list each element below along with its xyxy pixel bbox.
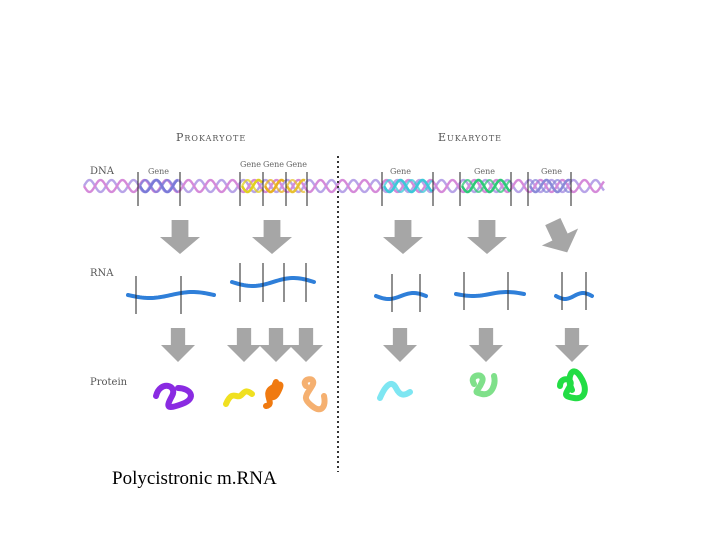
protein-product bbox=[557, 368, 588, 402]
gene-label: Gene bbox=[286, 160, 308, 169]
transcription-arrow bbox=[467, 220, 507, 254]
protein-product bbox=[301, 376, 328, 413]
transcription-arrow bbox=[252, 220, 292, 254]
protein-product bbox=[223, 388, 255, 407]
gene-segment bbox=[240, 178, 264, 194]
eukaryote-header: Eukaryote bbox=[438, 131, 502, 144]
translation-arrow bbox=[383, 328, 417, 362]
gene-segment bbox=[529, 178, 571, 194]
protein-row-label: Protein bbox=[90, 377, 128, 388]
mrna-strand bbox=[454, 290, 526, 298]
mrna-strand bbox=[230, 275, 316, 289]
translation-arrow bbox=[469, 328, 503, 362]
translation-arrow bbox=[227, 328, 261, 362]
gene-segment bbox=[139, 178, 179, 194]
gene-label: Gene bbox=[541, 167, 563, 176]
gene-segment bbox=[285, 178, 306, 194]
translation-arrow bbox=[259, 328, 293, 362]
mrna-strand bbox=[374, 291, 428, 301]
translation-arrow bbox=[161, 328, 195, 362]
translation-arrow bbox=[555, 328, 589, 362]
gene-segment bbox=[241, 178, 263, 194]
protein-product bbox=[263, 379, 284, 409]
gene-label: Gene bbox=[474, 167, 496, 176]
mrna-strand bbox=[554, 291, 594, 301]
rna-row-label: RNA bbox=[90, 268, 114, 279]
gene-segment bbox=[383, 178, 433, 194]
protein-product bbox=[469, 372, 498, 398]
gene-segment bbox=[138, 178, 179, 194]
transcription-arrow bbox=[541, 218, 579, 253]
dna-row-label: DNA bbox=[90, 166, 114, 177]
gene-label: Gene bbox=[390, 167, 412, 176]
gene-segment bbox=[460, 178, 511, 194]
gene-segment bbox=[264, 178, 285, 194]
gene-segment bbox=[382, 178, 433, 194]
gene-label: Gene bbox=[263, 160, 285, 169]
translation-arrow bbox=[289, 328, 323, 362]
gene-segment bbox=[286, 178, 306, 194]
protein-product bbox=[377, 380, 413, 401]
protein-product bbox=[153, 382, 194, 410]
mrna-strand bbox=[126, 289, 216, 301]
gene-label: Gene bbox=[240, 160, 262, 169]
gene-segment bbox=[263, 178, 285, 194]
caption: Polycistronic m.RNA bbox=[112, 468, 277, 489]
transcription-arrow bbox=[383, 220, 423, 254]
prokaryote-header: Prokaryote bbox=[176, 131, 247, 144]
gene-segment bbox=[461, 178, 511, 194]
gene-label: Gene bbox=[148, 167, 170, 176]
transcription-arrow bbox=[160, 220, 200, 254]
